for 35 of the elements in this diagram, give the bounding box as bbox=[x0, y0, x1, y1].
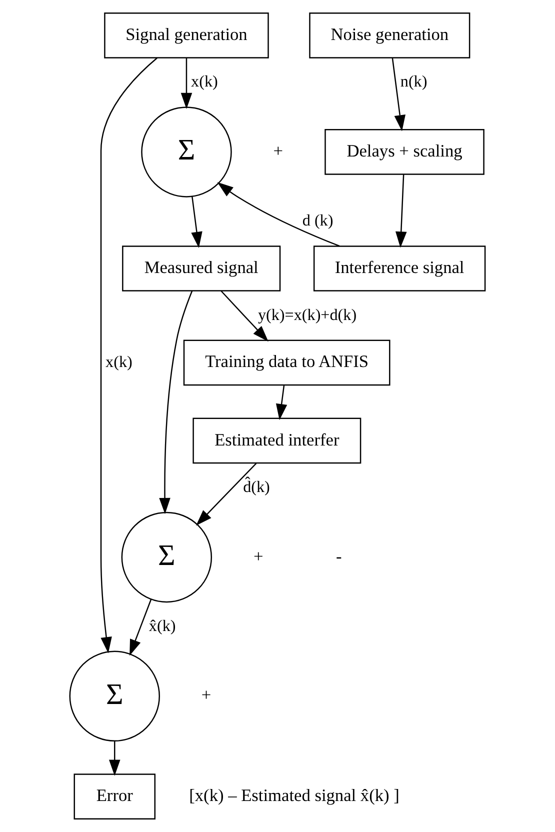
node-box: Delays + scaling bbox=[324, 129, 484, 175]
node-circle: Σ bbox=[121, 512, 212, 603]
arrow bbox=[159, 290, 193, 514]
label: + bbox=[201, 686, 212, 705]
arrow bbox=[220, 290, 268, 342]
label: + bbox=[253, 546, 264, 566]
arrow bbox=[180, 58, 192, 110]
edge-label: y(k)=x(k)+d(k) bbox=[258, 306, 357, 324]
label: + bbox=[273, 142, 284, 161]
node-circle: Σ bbox=[141, 106, 232, 198]
node-box: Measured signal bbox=[122, 246, 281, 292]
node-box: Interference signal bbox=[313, 246, 486, 292]
label: - bbox=[336, 546, 342, 566]
arrow bbox=[395, 174, 407, 248]
node-box: Signal generation bbox=[104, 12, 269, 58]
node-box: Error bbox=[74, 774, 156, 820]
arrow bbox=[276, 385, 288, 420]
arrow bbox=[217, 182, 340, 247]
node-label: [x(k) – Estimated signal x̂(k) ] bbox=[189, 786, 400, 806]
node-box: Estimated interfer bbox=[192, 418, 362, 464]
arrow bbox=[100, 58, 158, 654]
edge-label: x̂(k) bbox=[148, 618, 176, 635]
arrow bbox=[130, 599, 152, 656]
node-box: Noise generation bbox=[309, 12, 470, 58]
edge-label: x(k) bbox=[191, 74, 218, 91]
edge-label: d̂(k) bbox=[243, 478, 270, 496]
edge-label: n(k) bbox=[400, 74, 428, 91]
edge-label: x(k) bbox=[106, 354, 132, 371]
arrow bbox=[196, 462, 257, 526]
arrow bbox=[191, 196, 202, 248]
edge-label: d (k) bbox=[302, 212, 334, 230]
node-circle: Σ bbox=[69, 650, 160, 742]
arrow bbox=[108, 741, 120, 776]
arrow bbox=[392, 58, 406, 132]
node-box: Training data to ANFIS bbox=[183, 340, 390, 386]
